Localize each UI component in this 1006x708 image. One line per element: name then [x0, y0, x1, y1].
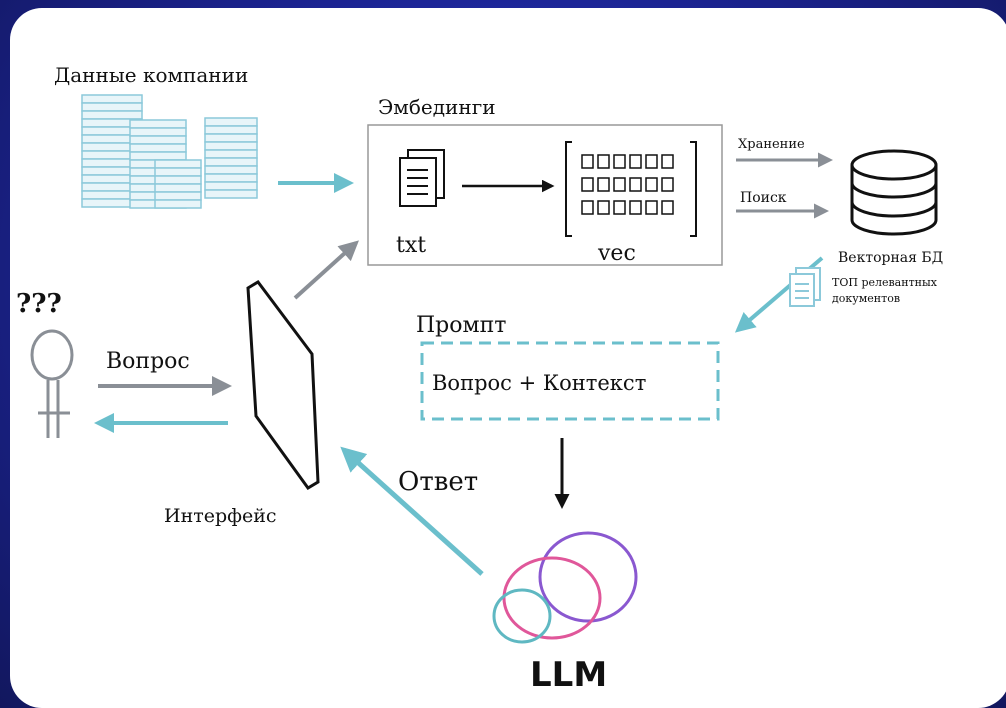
- interface-panel: [246, 280, 320, 490]
- vec-label: vec: [597, 241, 636, 266]
- paper-stack-small: [154, 159, 202, 209]
- storage-label: Хранение: [738, 137, 805, 152]
- paper-stack-right: [204, 117, 258, 199]
- llm-circles-icon: [492, 531, 638, 644]
- arrow-llm-to-interface: [340, 446, 484, 576]
- relevant-documents-icon: [789, 267, 821, 307]
- prompt-box: [420, 341, 720, 421]
- llm-label: LLM: [530, 655, 607, 695]
- paper-stack-left: [81, 94, 143, 208]
- company-data-stacks-icon: [81, 94, 258, 209]
- question-marks: ???: [16, 289, 62, 319]
- interface-label: Интерфейс: [164, 505, 277, 527]
- vector-matrix-icon: [565, 141, 697, 237]
- document-icon: [399, 149, 445, 207]
- vector-db-label: Векторная БД: [838, 250, 943, 266]
- database-icon: [850, 149, 938, 236]
- answer-label: Ответ: [398, 467, 478, 497]
- arrow-interface-to-embeddings: [293, 240, 359, 300]
- person-icon: [30, 329, 74, 438]
- embeddings-label: Эмбединги: [378, 95, 496, 119]
- company-data-label: Данные компании: [54, 63, 248, 87]
- top-docs-label-line2: документов: [832, 292, 900, 305]
- prompt-content: Вопрос + Контекст: [432, 371, 646, 395]
- question-label: Вопрос: [106, 349, 190, 374]
- prompt-label: Промпт: [416, 313, 506, 338]
- search-label: Поиск: [740, 190, 787, 206]
- txt-label: txt: [396, 233, 426, 258]
- top-docs-label-line1: ТОП релевантных: [832, 276, 938, 289]
